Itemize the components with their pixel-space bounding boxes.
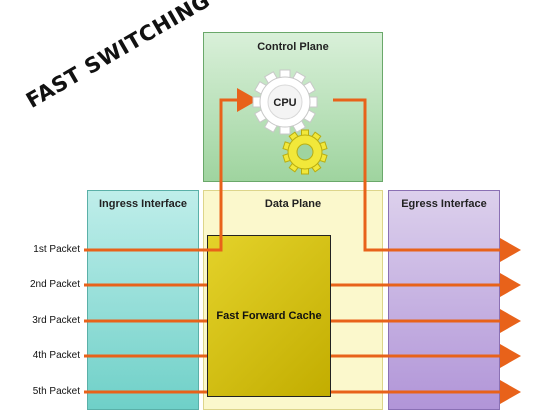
ingress-interface-panel: Ingress Interface — [87, 190, 199, 410]
egress-interface-panel: Egress Interface — [388, 190, 500, 410]
cpu-label: CPU — [273, 97, 296, 109]
packet-label-5: 5th Packet — [32, 386, 80, 397]
data-plane-label: Data Plane — [264, 198, 322, 210]
packet-label-2: 2nd Packet — [29, 279, 80, 290]
ingress-interface-label: Ingress Interface — [98, 198, 188, 210]
fast-forward-cache-label: Fast Forward Cache — [216, 310, 322, 322]
packet-label-3: 3rd Packet — [32, 315, 80, 326]
yellow-gear-icon — [282, 129, 328, 175]
first-packet-path-out — [333, 98, 521, 262]
egress-interface-label: Egress Interface — [401, 198, 487, 210]
control-plane-label: Control Plane — [257, 41, 329, 53]
cpu-gear-icon — [252, 69, 318, 135]
packet-label-1: 1st Packet — [33, 244, 80, 255]
packet-label-4: 4th Packet — [32, 350, 80, 361]
first-packet-path-in — [84, 88, 258, 252]
fast-forward-cache-box: Fast Forward Cache — [207, 235, 331, 397]
